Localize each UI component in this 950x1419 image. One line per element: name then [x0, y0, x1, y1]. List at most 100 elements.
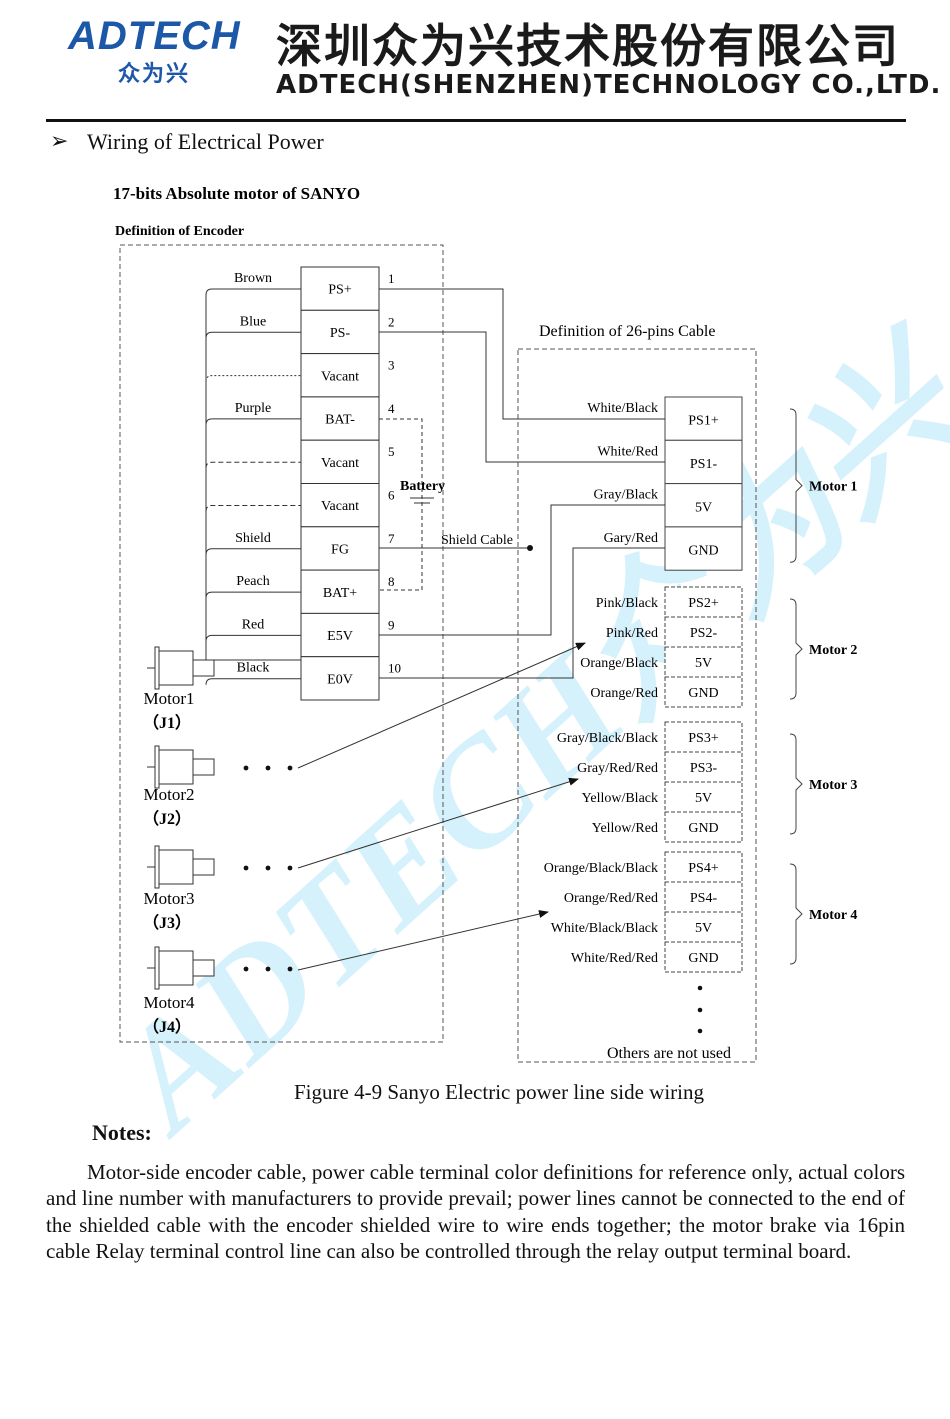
cable-pin-cell: [664, 811, 743, 843]
motor-icon: [147, 946, 215, 990]
cable-wire-color: Pink/Red: [606, 626, 658, 641]
cable-pin-signal: PS3-: [690, 761, 718, 776]
encoder-pin-number: 10: [388, 661, 401, 676]
wires: [297, 288, 665, 971]
encoder-pin-cell: [300, 353, 380, 398]
motor-group-brace: [789, 598, 803, 700]
encoder-pin-table: PS+1BrownPS-2BlueVacant3BAT-4PurpleVacan…: [205, 266, 401, 701]
cable-pin-signal: PS4+: [688, 861, 719, 876]
cable-pin-cell: [664, 781, 743, 813]
encoder-pin-signal: Vacant: [321, 456, 359, 471]
section-title: Wiring of Electrical Power: [87, 129, 324, 154]
company-logo: ADTECH: [68, 14, 241, 58]
notes-body: Motor-side encoder cable, power cable te…: [46, 1160, 905, 1264]
cable-pin-signal: GND: [688, 951, 718, 966]
cable-pin-table: PS1+White/BlackPS1-White/Red5VGray/Black…: [544, 396, 857, 973]
motor-link-arrow: [297, 910, 549, 971]
encoder-pin-cell: [300, 309, 380, 355]
company-name-cn: 深圳众为兴技术股份有限公司: [276, 19, 900, 73]
cable-pin-cell: [664, 941, 743, 973]
cable-pin-signal: PS1-: [690, 457, 718, 472]
encoder-pin-number: 9: [388, 617, 395, 632]
cable-wire-color: Orange/Red: [590, 686, 658, 701]
encoder-pin-number: 7: [388, 531, 395, 546]
cable-pin-signal: PS4-: [690, 891, 718, 906]
cable-pin-signal: 5V: [695, 921, 712, 936]
encoder-pin-cell: [300, 396, 380, 441]
encoder-wire-color: Red: [242, 617, 265, 632]
motor-name: Motor3: [144, 889, 195, 908]
watermark: ADTECH众为兴: [80, 306, 950, 1165]
battery-wire: [379, 418, 423, 591]
encoder-pin-signal: E5V: [327, 629, 353, 644]
section-bullet-icon: ➢: [50, 128, 69, 153]
encoder-pin-cell: [300, 612, 380, 658]
encoder-pin-number: 2: [388, 314, 395, 329]
motor-icon: [147, 646, 215, 690]
cable-wire-color: Gray/Black: [593, 488, 658, 503]
cable-pin-cell: [664, 751, 743, 783]
motor-group-label: Motor 3: [809, 778, 857, 793]
encoder-pin-signal: Vacant: [321, 369, 359, 384]
cable-pin-cell: [664, 616, 743, 648]
cable-frame: [517, 348, 757, 1063]
encoder-pin-number: 5: [388, 444, 395, 459]
cable-wire-color: White/Red: [597, 444, 658, 459]
company-name-en: ADTECH(SHENZHEN)TECHNOLOGY CO.,LTD.: [276, 70, 942, 100]
encoder-pin-number: 6: [388, 488, 395, 503]
cable-pin-cell: [664, 646, 743, 678]
motor-name: Motor1: [144, 689, 195, 708]
encoder-harness-wire: [205, 634, 301, 642]
cable-pin-cell: [664, 396, 743, 441]
motor-icon: [147, 845, 215, 889]
cable-pin-cell: [664, 439, 743, 485]
cable-wire-color: Orange/Black/Black: [544, 861, 658, 876]
encoder-harness-wire: [205, 331, 301, 339]
encoder-harness-wire: [205, 418, 301, 425]
cable-wire-color: Gary/Red: [604, 531, 658, 546]
encoder-pin-signal: BAT-: [325, 413, 355, 428]
encoder-harness-wire: [205, 375, 301, 382]
signal-wire: [379, 331, 665, 463]
company-logo-cn: 众为兴: [118, 62, 191, 87]
encoder-wire-color: Blue: [240, 314, 266, 329]
cable-pin-cell: [664, 483, 743, 528]
encoder-pin-cell: [300, 439, 380, 485]
watermark-text: ADTECH众为兴: [80, 306, 950, 1165]
cable-wire-color: Orange/Black: [580, 656, 658, 671]
motor-connector-label: （J3）: [143, 914, 191, 932]
cable-pin-signal: GND: [688, 544, 718, 559]
motor-connector-label: （J4）: [143, 1018, 191, 1036]
encoder-harness-wire: [205, 548, 301, 555]
header-divider: [46, 119, 906, 122]
cable-wire-color: Orange/Red/Red: [564, 891, 658, 906]
cable-pin-signal: GND: [688, 821, 718, 836]
motor-name: Motor4: [144, 993, 196, 1012]
encoder-pin-signal: PS-: [330, 326, 351, 341]
cable-pin-signal: PS2+: [688, 596, 719, 611]
encoder-pin-signal: BAT+: [323, 586, 357, 601]
cable-heading: Definition of 26-pins Cable: [539, 323, 715, 340]
encoder-pin-number: 1: [388, 271, 395, 286]
battery-label: Battery: [400, 479, 445, 494]
encoder-pin-number: 8: [388, 574, 395, 589]
shield-junction: [527, 545, 533, 551]
signal-wire: [379, 547, 665, 679]
cable-pin-cell: [664, 881, 743, 913]
cable-pin-signal: PS2-: [690, 626, 718, 641]
encoder-wire-color: Black: [237, 661, 270, 676]
encoder-wire-color: Shield: [235, 531, 271, 546]
encoder-pin-number: 4: [388, 401, 395, 416]
cable-wire-color: Yellow/Red: [592, 821, 658, 836]
motor-name: Motor2: [144, 785, 195, 804]
encoder-frame: [119, 244, 444, 1043]
others-label: Others are not used: [607, 1045, 731, 1062]
ellipsis-icon: [243, 865, 293, 871]
encoder-pin-number: 3: [388, 358, 395, 373]
encoder-heading: Definition of Encoder: [115, 224, 244, 239]
cable-pin-signal: PS1+: [688, 414, 719, 429]
encoder-pin-signal: Vacant: [321, 499, 359, 514]
diagram-title: 17-bits Absolute motor of SANYO: [113, 184, 360, 203]
motor-link-arrow: [297, 777, 579, 869]
